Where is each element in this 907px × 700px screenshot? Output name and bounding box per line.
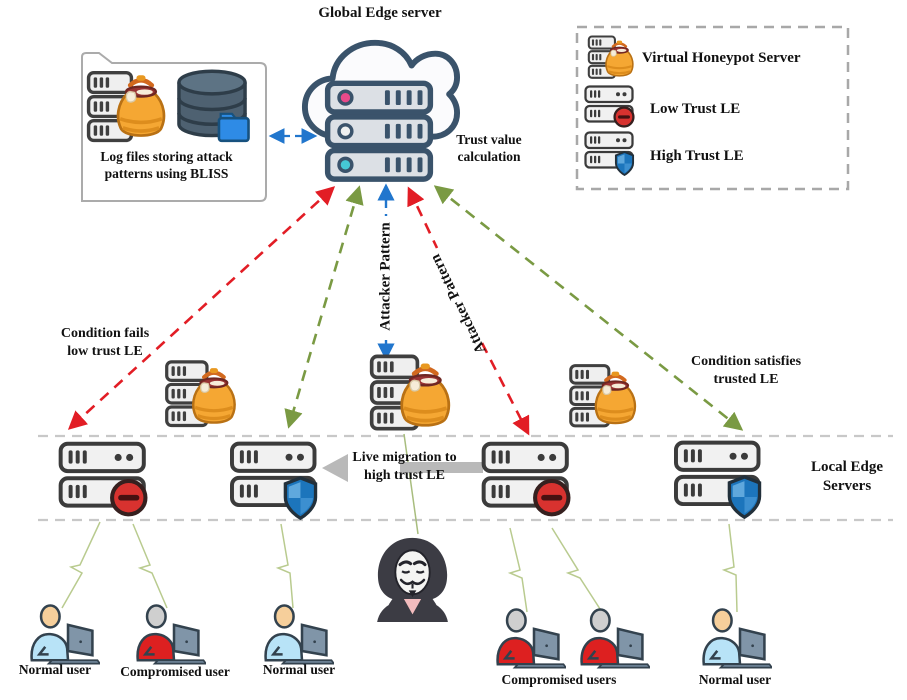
arrow-red-global-le3-top [407,186,439,249]
attacker-icon[interactable] [366,534,460,622]
log-database-icon [172,64,252,148]
user-6-normal-icon[interactable] [692,608,772,670]
global-edge-server-title: Global Edge server [318,5,442,21]
local-edge-server-3-low-trust-icon[interactable] [481,441,573,519]
local-edge-server-4-high-trust-icon[interactable] [673,440,765,519]
legend-item-virtual-honeypot: Virtual Honeypot Server [642,50,801,66]
lightning-le1-user2 [132,523,168,609]
arrow-olive-global-le4 [433,185,744,431]
attacker-pattern-vertical-label: Attacker Pattern [377,222,394,331]
legend-honeypot-server-icon [586,34,640,82]
arrow-olive-global-le2 [284,185,364,429]
user-5-compromised-icon[interactable] [570,608,650,670]
link-honeypot-attacker [403,433,419,535]
lightning-le3-user5 [551,527,603,613]
legend-item-low-trust: Low Trust LE [650,101,741,117]
log-honeypot-icon [112,72,170,142]
user-label-compromised-2: Compromised users [501,672,617,687]
global-edge-server-icon[interactable] [298,24,462,194]
user-label-normal-2: Normal user [262,662,336,677]
condition-fails-label: Condition fails low trust LE [60,326,150,359]
legend-item-high-trust: High Trust LE [650,148,744,164]
user-1-normal-icon[interactable] [20,604,100,666]
user-4-compromised-icon[interactable] [486,608,566,670]
condition-satisfies-label: Condition satisfies trusted LE [690,354,802,387]
log-box-caption: Log files storing attack patterns using … [100,149,233,181]
lightning-le1-user1 [61,521,101,609]
lightning-le2-user3 [275,523,294,609]
local-edge-server-1-low-trust-icon[interactable] [58,441,150,519]
lightning-links [61,521,738,613]
live-migration-label: Live migration to high trust LE [352,450,457,483]
legend-high-trust-server-icon [584,131,636,176]
lightning-le4-user6 [721,523,738,613]
trust-value-calculation-label: Trust value calculation [456,132,522,164]
local-edge-server-2-high-trust-icon[interactable] [229,441,321,520]
lightning-le3-user4 [507,527,528,613]
migration-bar [400,462,483,473]
legend-low-trust-server-icon [584,85,636,129]
user-label-normal-3: Normal user [698,672,772,687]
honeypot-server-1-icon[interactable] [164,358,244,432]
user-label-compromised-1: Compromised user [120,664,230,679]
user-3-normal-icon[interactable] [254,604,334,666]
user-label-normal-1: Normal user [18,662,92,677]
migration-arrowhead [322,454,348,482]
user-2-compromised-icon[interactable] [126,604,206,666]
honeypot-server-3-icon[interactable] [568,362,644,432]
honeypot-server-2-icon[interactable] [366,352,462,436]
local-edge-servers-label: Local Edge Servers [810,459,884,494]
